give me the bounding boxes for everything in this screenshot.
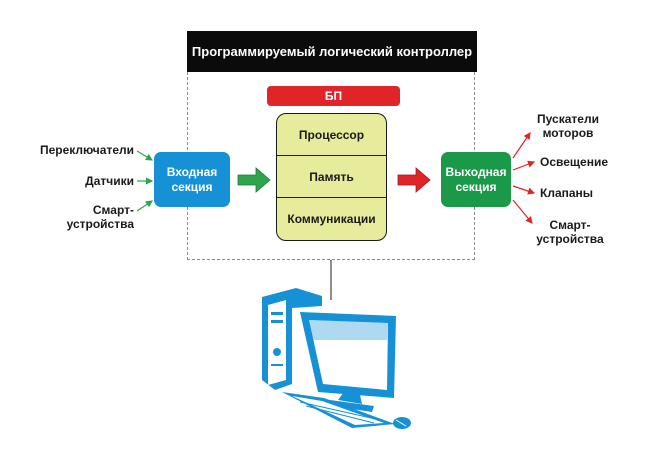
input-section-block: Входная секция (154, 152, 230, 207)
output-arrow-motor-starters (512, 132, 531, 159)
computer-icon (262, 288, 411, 429)
output-label-lighting: Освещение (540, 155, 608, 169)
cpu-section-memory: Память (277, 156, 386, 198)
power-supply-block: БП (267, 86, 400, 106)
output-section-block: Выходная секция (441, 152, 511, 207)
plc-title: Программируемый логический контроллер (187, 31, 477, 72)
output-section-label-line1: Выходная (445, 164, 507, 179)
cpu-section-processor: Процессор (277, 114, 386, 156)
output-section-label-line2: секция (455, 179, 497, 194)
input-section-label-line2: секция (171, 179, 213, 194)
input-label-smart-devices: Смарт- устройства (66, 203, 134, 231)
output-label-smart-devices: Смарт- устройства (536, 218, 604, 246)
output-label-valves: Клапаны (540, 186, 594, 200)
cpu-section-communications: Коммуникации (287, 211, 376, 226)
output-arrow-smart-devices (512, 199, 533, 224)
red-arrow (397, 167, 431, 193)
cpu-block: Процессор Память Коммуникации (276, 113, 387, 241)
input-arrow-smart-devices (136, 200, 153, 212)
input-section-label-line1: Входная (166, 164, 218, 179)
input-label-switches: Переключатели (39, 143, 134, 157)
input-arrow-switches (136, 150, 154, 161)
output-arrow-lighting (512, 160, 536, 171)
output-arrow-valves (512, 185, 536, 195)
input-label-sensors: Датчики (85, 174, 134, 188)
green-arrow (237, 167, 271, 193)
output-label-motor-starters: Пускатели моторов (537, 112, 599, 140)
